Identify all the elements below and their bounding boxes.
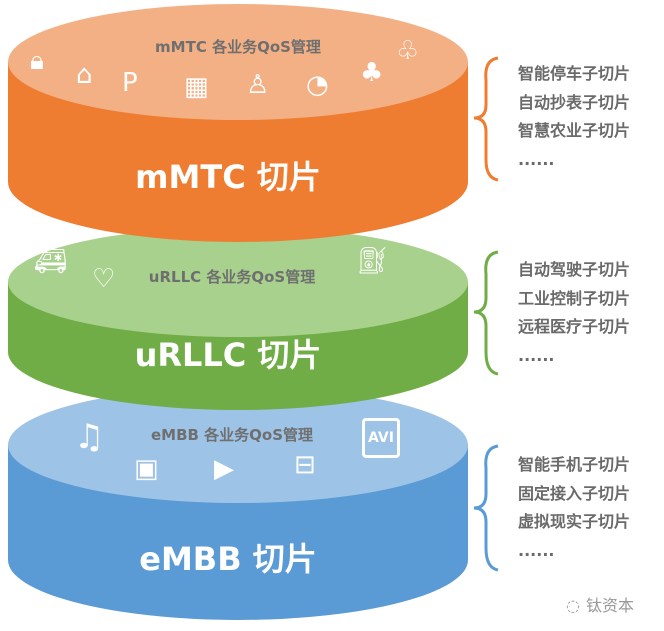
watermark: ◌ 钛资本 <box>560 592 634 616</box>
tree-icon: ♣ <box>360 58 384 88</box>
list-item: 自动驾驶子切片 <box>518 260 631 279</box>
list-item: 固定接入子切片 <box>518 483 631 503</box>
list-item: ...... <box>518 345 555 365</box>
fire-wall-icon: ▦ <box>184 72 209 102</box>
list-item: 智慧农业子切片 <box>518 121 631 140</box>
fuel-pump-icon: ⛽︎ <box>356 246 390 276</box>
avi-file-icon: AVI <box>362 418 400 458</box>
list-item: ...... <box>518 540 555 560</box>
embb-slice-label: eMBB 切片 <box>139 540 317 578</box>
parking-car-icon: P <box>122 68 138 98</box>
mmtc-slice-label: mMTC 切片 <box>135 158 321 196</box>
list-item: 智能手机子切片 <box>518 455 631 474</box>
list-item: ...... <box>518 149 555 169</box>
urllc-cylinder <box>8 227 468 410</box>
list-item: 自动抄表子切片 <box>518 92 631 112</box>
embb-cylinder <box>8 387 468 620</box>
urllc-brace <box>473 250 499 376</box>
mmtc-subslice-list: 智能停车子切片 自动抄表子切片 智慧农业子切片 ...... <box>518 60 630 174</box>
mmtc-brace <box>473 56 499 182</box>
urllc-qos-label: uRLLC 各业务QoS管理 <box>148 268 316 286</box>
sprout-icon: ♧ <box>396 36 420 66</box>
house-icon: ⌂ <box>76 60 93 90</box>
ambulance-icon: 🚑︎ <box>34 246 68 276</box>
list-item: 虚拟现实子切片 <box>518 512 631 531</box>
embb-subslice-list: 智能手机子切片 固定接入子切片 虚拟现实子切片 ...... <box>518 451 630 565</box>
person-car-icon: ♙ <box>246 70 270 100</box>
wechat-icon: ◌ <box>566 596 580 615</box>
video-play-icon: ▶ <box>214 454 234 484</box>
urllc-slice-label: uRLLC 切片 <box>134 336 322 374</box>
lock-icon: 🔒︎ <box>30 46 44 76</box>
embb-brace <box>473 444 499 572</box>
list-item: 远程医疗子切片 <box>518 317 631 336</box>
list-item: 工业控制子切片 <box>518 288 631 308</box>
watermark-text: 钛资本 <box>585 596 634 615</box>
heart-pulse-icon: ♡ <box>92 264 116 294</box>
embb-qos-label: eMBB 各业务QoS管理 <box>150 426 314 444</box>
media-player-icon: ▣ <box>134 454 159 484</box>
gauge-icon: ◔ <box>306 70 329 100</box>
mmtc-cylinder <box>8 4 468 242</box>
mmtc-qos-label: mMTC 各业务QoS管理 <box>155 38 321 56</box>
vr-headset-icon: ⊟ <box>294 450 316 480</box>
music-note-icon: ♫ <box>74 417 105 457</box>
urllc-subslice-list: 自动驾驶子切片 工业控制子切片 远程医疗子切片 ...... <box>518 256 630 370</box>
list-item: 智能停车子切片 <box>518 64 631 83</box>
